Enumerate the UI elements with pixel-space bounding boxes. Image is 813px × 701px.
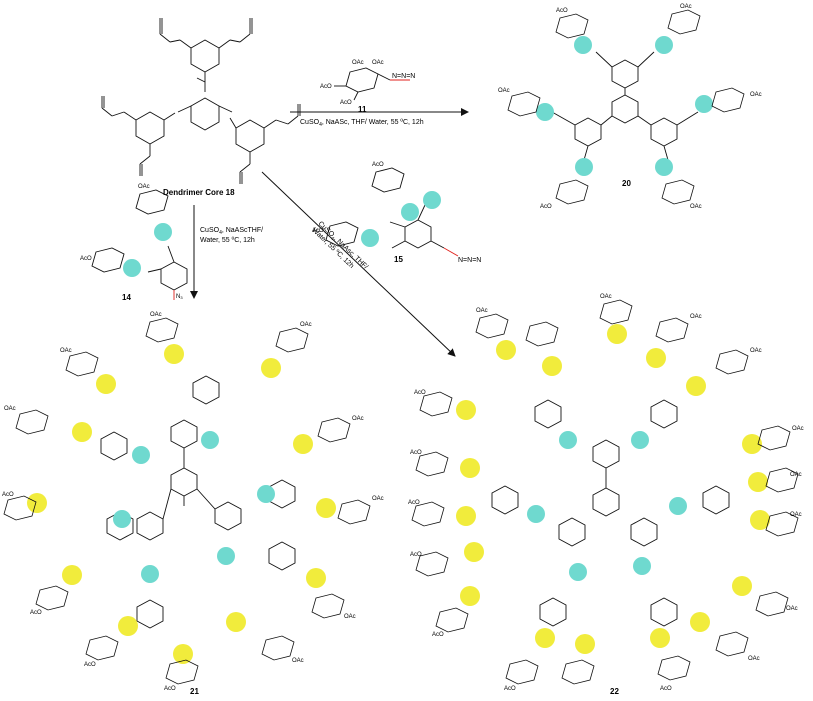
svg-text:AcO: AcO (164, 686, 176, 692)
triazole-15a (423, 191, 441, 209)
svg-text:AcO: AcO (660, 686, 672, 692)
svg-text:OAc: OAc (786, 606, 798, 612)
conditions-to-21-line1: CuSO4, NaAScTHF/ (200, 227, 263, 236)
svg-text:AcO: AcO (556, 8, 568, 14)
conditions-to-20: CuSO4, NaASc, THF/ Water, 55 ºC, 12h (300, 119, 424, 128)
compound-21-structure (100, 375, 296, 629)
conditions-to-21-line2: Water, 55 ºC, 12h (200, 237, 255, 244)
compound-22-outer-triazoles (456, 324, 770, 654)
compound-14-structure (91, 189, 188, 300)
svg-text:AcO: AcO (414, 390, 426, 396)
compound-20-structure (551, 51, 699, 161)
svg-text:OAc: OAc (750, 92, 762, 98)
acetyl-labels: AcO OAc OAc OAc AcO OAc AcO AcO OAc AcO … (2, 4, 804, 692)
svg-text:OAc: OAc (790, 512, 802, 518)
triazole-14b (123, 259, 141, 277)
svg-text:AcO: AcO (2, 492, 14, 498)
svg-text:AcO: AcO (80, 256, 92, 262)
svg-text:OAc: OAc (498, 88, 510, 94)
svg-text:OAc: OAc (750, 348, 762, 354)
svg-text:OAc: OAc (300, 322, 312, 328)
azide-text: N=N=N (392, 73, 415, 80)
compound-20-sugars (507, 9, 745, 205)
compound-11-structure (334, 67, 410, 101)
svg-text:AcO: AcO (540, 204, 552, 210)
svg-text:OAc: OAc (292, 658, 304, 664)
compound-label-22: 22 (610, 687, 619, 696)
svg-text:AcO: AcO (504, 686, 516, 692)
compound-label-14: 14 (122, 293, 131, 302)
svg-text:AcO: AcO (312, 228, 324, 234)
svg-text:OAc: OAc (150, 312, 162, 318)
svg-text:OAc: OAc (790, 472, 802, 478)
svg-text:OAc: OAc (690, 314, 702, 320)
compound-label-21: 21 (190, 687, 199, 696)
compound-label-11: 11 (358, 105, 367, 114)
compound-21-inner-triazoles (113, 431, 275, 583)
svg-text:OAc: OAc (352, 416, 364, 422)
compound-21-sugars (3, 317, 371, 685)
compound-label-15: 15 (394, 255, 403, 264)
triazole-14a (154, 223, 172, 241)
svg-text:AcO: AcO (432, 632, 444, 638)
svg-text:OAc: OAc (748, 656, 760, 662)
compound-label-20: 20 (622, 179, 631, 188)
oac-label: OAc (352, 60, 364, 66)
compound-label-core-18: Dendrimer Core 18 (163, 188, 235, 197)
svg-text:OAc: OAc (4, 406, 16, 412)
compound-22-inner-triazoles (527, 431, 687, 581)
svg-text:AcO: AcO (410, 552, 422, 558)
azide-15-text: N=N=N (458, 257, 481, 264)
svg-text:OAc: OAc (476, 308, 488, 314)
compound-15-structure (325, 167, 459, 257)
svg-text:OAc: OAc (690, 204, 702, 210)
svg-text:OAc: OAc (60, 348, 72, 354)
compound-20-triazoles (536, 36, 713, 176)
triazole-15c (361, 229, 379, 247)
svg-text:AcO: AcO (410, 450, 422, 456)
compound-22-sugars (411, 299, 799, 685)
svg-text:OAc: OAc (372, 496, 384, 502)
reaction-arrow-to-22 (261, 171, 456, 357)
compound-22-structure (491, 399, 730, 627)
svg-text:OAc: OAc (680, 4, 692, 10)
triazole-15b (401, 203, 419, 221)
dendrimer-core-18-structure (101, 18, 301, 184)
svg-text:OAc: OAc (344, 614, 356, 620)
compound-21-outer-triazoles (27, 344, 336, 664)
svg-text:AcO: AcO (84, 662, 96, 668)
svg-text:AcO: AcO (408, 500, 420, 506)
svg-text:OAc: OAc (792, 426, 804, 432)
svg-text:AcO: AcO (372, 162, 384, 168)
aco-label: AcO (320, 84, 332, 90)
svg-text:OAc: OAc (600, 294, 612, 300)
azide-14-text: N3 (176, 294, 183, 300)
svg-text:OAc: OAc (138, 184, 150, 190)
svg-text:AcO: AcO (30, 610, 42, 616)
oac-label: OAc (372, 60, 384, 66)
aco-label: AcO (340, 100, 352, 106)
